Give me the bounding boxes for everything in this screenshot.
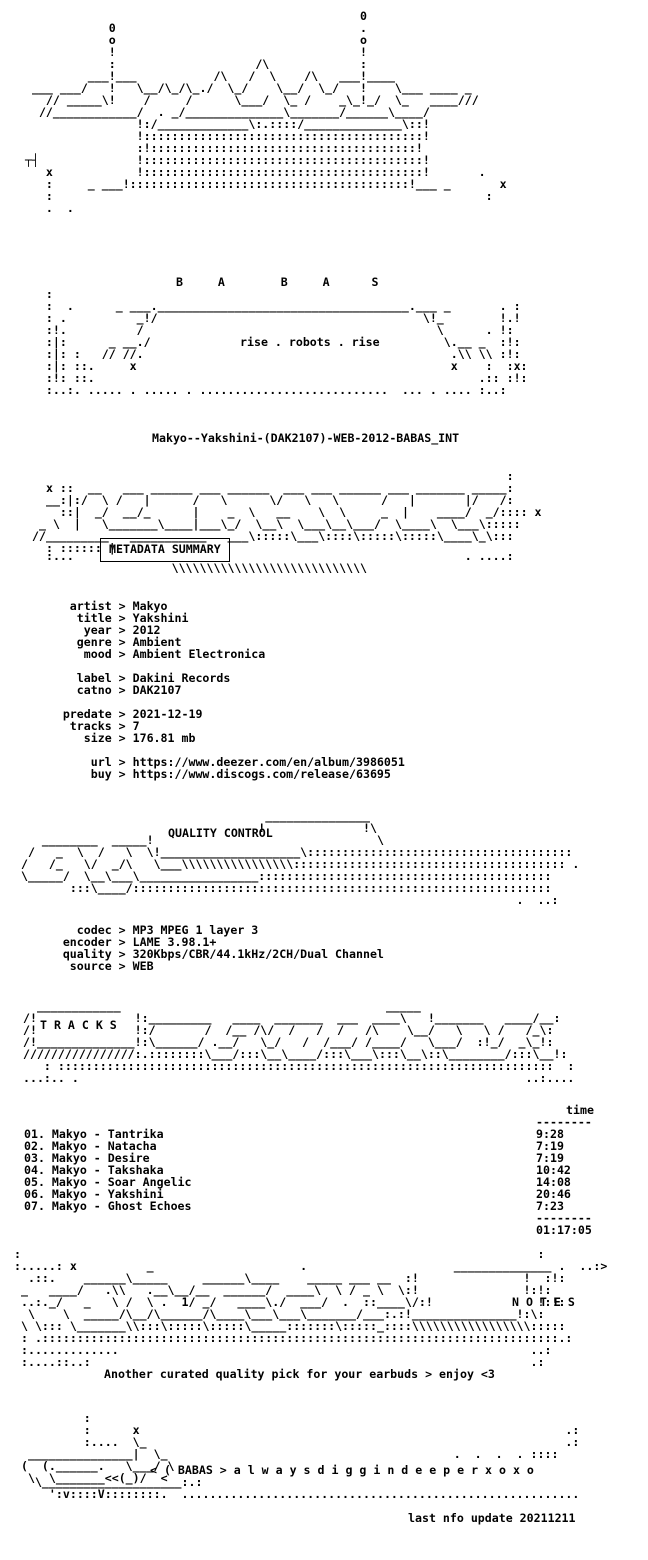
footer-update: last nfo update 20211211 (408, 1511, 576, 1525)
group-letters: B A B A S (176, 275, 379, 289)
track-title: 07. Makyo - Ghost Echoes (24, 1199, 192, 1213)
track-title: 01. Makyo - Tantrika (24, 1127, 164, 1141)
total-rule: -------- (536, 1211, 592, 1225)
track-title: 05. Makyo - Soar Angelic (24, 1175, 192, 1189)
metadata-section-title: METADATA SUMMARY (109, 542, 221, 556)
release-name: Makyo--Yakshini-(DAK2107)-WEB-2012-BABAS… (152, 431, 460, 445)
metadata-row: predate > 2021-12-19 (62, 707, 203, 721)
quality-banner-art: _______________ ! !\ ________ _____! \ /… (20, 809, 580, 907)
notes-banner-art: : : :.....: x _ . ______________ . ..:> … (14, 1247, 608, 1369)
metadata-row: tracks > 7 (69, 719, 140, 733)
metadata-row: label > Dakini Records (76, 671, 231, 685)
track-time: 10:42 (536, 1163, 571, 1177)
metadata-row: artist > Makyo (69, 599, 168, 613)
track-row: 02. Makyo - Natacha 7:19 (24, 1140, 604, 1152)
quality-list: codec > MP3 MPEG 1 layer 3 encoder > LAM… (0, 924, 384, 972)
quality-entries: codec > MP3 MPEG 1 layer 3 encoder > LAM… (0, 924, 384, 972)
motto: rise . robots . rise (240, 335, 380, 349)
track-time: 7:23 (536, 1199, 564, 1213)
header-logo-art: 0 0 . o o ! ! : /\ (24, 9, 507, 215)
track-row: 07. Makyo - Ghost Echoes 7:23 (24, 1200, 604, 1212)
quality-row: quality > 320Kbps/CBR/44.1kHz/2CH/Dual C… (62, 947, 384, 961)
tracks-section-title: T R A C K S (40, 1018, 117, 1032)
metadata-row: buy > https://www.discogs.com/release/63… (0, 767, 391, 781)
metadata-banner-art-bottom: :... . ....: \\\\\\\\\\\\\\\\\\\\\\\\\\\… (45, 549, 514, 575)
time-header-rule: -------- (536, 1115, 592, 1129)
metadata-row: catno > DAK2107 (76, 683, 182, 697)
metadata-row: size > 176.81 mb (83, 731, 196, 745)
track-row: 01. Makyo - Tantrika 9:28 (24, 1128, 604, 1140)
track-title: 03. Makyo - Desire (24, 1151, 150, 1165)
track-title: 02. Makyo - Natacha (24, 1139, 157, 1153)
track-time: 7:19 (536, 1151, 564, 1165)
track-row: 03. Makyo - Desire 7:19 (24, 1152, 604, 1164)
track-time: 9:28 (536, 1127, 564, 1141)
notes-section-title: N O T E S (512, 1295, 575, 1309)
quality-row: encoder > LAME 3.98.1+ (62, 935, 217, 949)
metadata-entries: artist > Makyo title > Yakshini year > 2… (0, 600, 405, 780)
metadata-row: title > Yakshini (76, 611, 189, 625)
tracks-banner-art: ____________ _____ /! !:_________ ____ _… (22, 999, 575, 1085)
track-time: 14:08 (536, 1175, 571, 1189)
notes-text: Another curated quality pick for your ea… (104, 1367, 495, 1381)
track-title: 06. Makyo - Yakshini (24, 1187, 164, 1201)
metadata-section-title-box: METADATA SUMMARY (100, 538, 230, 562)
quality-section-title: QUALITY CONTROL (168, 826, 273, 840)
metadata-banner-art: : x :: __ ___ ______ ___ ______ ___ ___ … (32, 469, 542, 555)
quality-row: source > WEB (0, 959, 154, 973)
metadata-row: genre > Ambient (76, 635, 182, 649)
track-title: 04. Makyo - Takshaka (24, 1163, 164, 1177)
track-row: 06. Makyo - Yakshini 20:46 (24, 1188, 604, 1200)
track-row: 04. Makyo - Takshaka 10:42 (24, 1164, 604, 1176)
header-frame-art: : : . _ ___.____________________________… (45, 287, 528, 397)
time-header: time (566, 1103, 594, 1117)
footer-ship-art: : : x .: :.... \_ .: _______________| \_ (20, 1411, 580, 1485)
metadata-row: mood > Ambient Electronica (83, 647, 266, 661)
track-time: 7:19 (536, 1139, 564, 1153)
footer-wake-art: \____________________:.: ':v::::V:::::::… (34, 1475, 580, 1501)
quality-row: codec > MP3 MPEG 1 layer 3 (76, 923, 259, 937)
total-time: 01:17:05 (536, 1223, 592, 1237)
footer-tagline: < ( BABAS > a l w a y s d i g g i n d e … (150, 1463, 534, 1477)
metadata-list: artist > Makyo title > Yakshini year > 2… (0, 600, 405, 780)
track-time: 20:46 (536, 1187, 571, 1201)
track-row: 05. Makyo - Soar Angelic 14:08 (24, 1176, 604, 1188)
metadata-row: year > 2012 (83, 623, 161, 637)
metadata-row: url > https://www.deezer.com/en/album/39… (90, 755, 405, 769)
